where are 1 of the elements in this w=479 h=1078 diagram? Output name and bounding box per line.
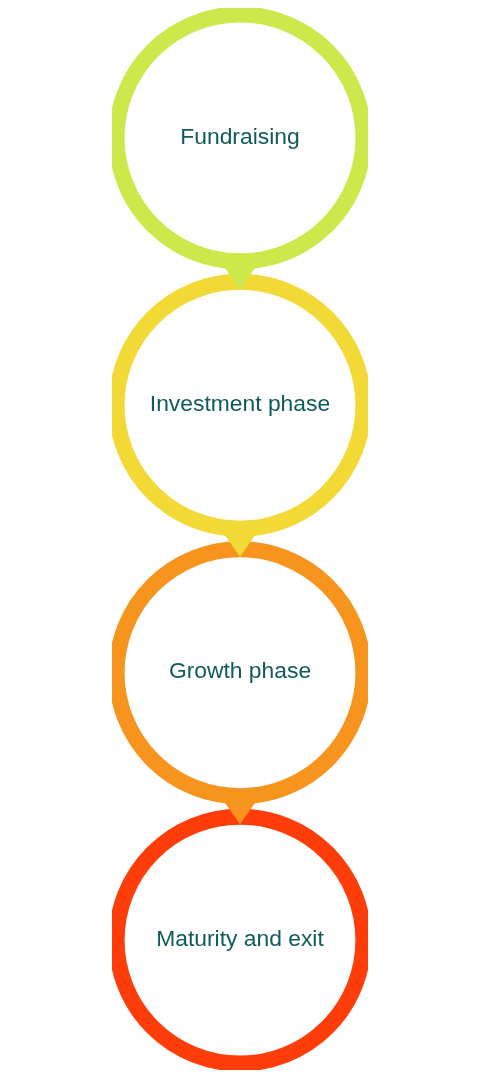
- node-circle: Maturity and exit: [111, 808, 368, 1070]
